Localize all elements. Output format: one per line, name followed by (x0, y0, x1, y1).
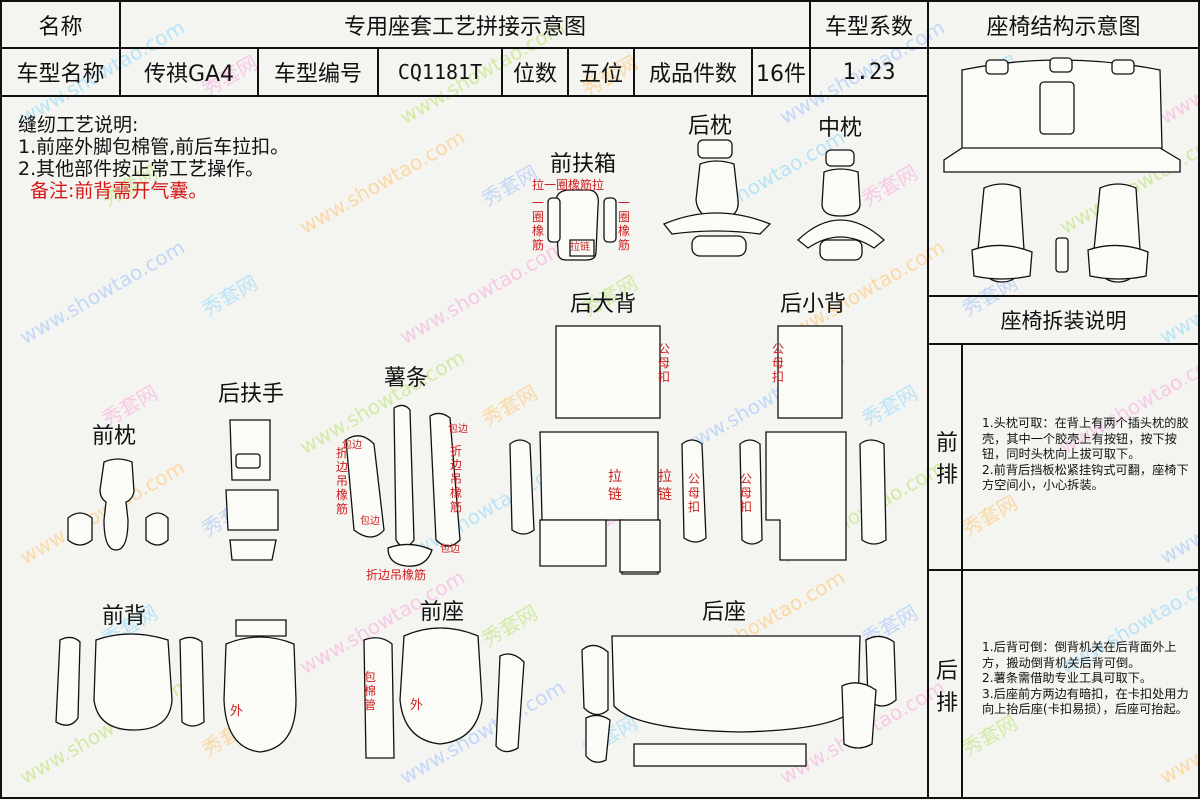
notes-title: 缝纫工艺说明: (18, 114, 139, 136)
label-rear-big-back: 后大背 (570, 292, 637, 317)
front-armrest-pieces (547, 189, 617, 261)
label-front-back: 前背 (102, 604, 147, 629)
label-rear-small-back: 后小背 (780, 292, 847, 317)
coefficient-label: 车型系数 (824, 14, 913, 40)
pieces-value: 16件 (756, 62, 806, 87)
front-seat-pieces (363, 627, 525, 759)
annotation-clip-rear-small: 公母扣 (772, 342, 785, 384)
page-title: 专用座套工艺拼接示意图 (343, 14, 586, 40)
annotation-zipper-small: 拉链 (570, 242, 590, 253)
seats-value: 五位 (578, 62, 623, 87)
sewing-notes: 缝纫工艺说明: 1.前座外脚包棉管,前后车拉扣。 2.其他部件按正常工艺操作。 … (18, 114, 289, 202)
model-code-label: 车型编号 (273, 62, 362, 87)
seats-label: 位数 (512, 62, 557, 87)
label-rear-armrest: 后扶手 (218, 382, 285, 407)
annotation-fold-elastic-right: 折边吊橡筋 (450, 444, 463, 514)
rear-seat-pieces (581, 635, 897, 767)
annotation-outer-front-seat: 外 (410, 698, 424, 713)
label-potato-strip: 薯条 (384, 366, 429, 391)
disassembly-title: 座椅拆装说明 (1000, 309, 1127, 333)
pieces-label: 成品件数 (648, 62, 737, 87)
potato-strip-pieces (345, 404, 461, 567)
front-back-pieces (55, 619, 297, 753)
annotation-clip-rear-big: 公母扣 (658, 342, 671, 384)
rear-big-back-pieces (509, 325, 707, 575)
annotation-wrap-edge-3: 包边 (360, 516, 380, 527)
rear-pillow-pieces (662, 139, 772, 257)
model-code-value: CQ1181T (397, 60, 483, 84)
annotation-zipper-b: 拉链 (658, 469, 672, 503)
annotation-clip-b: 公母扣 (740, 472, 753, 514)
label-front-armrest: 前扶箱 (550, 152, 617, 177)
notes-line-1: 1.前座外脚包棉管,前后车拉扣。 (18, 136, 290, 158)
annotation-pull-elastic: 拉一圈橡筋拉 (532, 178, 605, 192)
label-mid-pillow: 中枕 (818, 116, 863, 141)
mid-pillow-pieces (797, 149, 886, 261)
annotation-zipper-a: 拉链 (608, 469, 622, 503)
annotation-wrap-edge-1: 包边 (342, 440, 362, 451)
annotation-outer-front-back: 外 (230, 704, 244, 719)
label-rear-pillow: 后枕 (688, 114, 733, 139)
rear-small-back-pieces (739, 325, 887, 561)
annotation-wrap-edge-2: 包边 (448, 424, 468, 435)
rear-row-label: 后排 (935, 659, 958, 716)
front-pillow-pieces (67, 458, 169, 551)
label-rear-seat: 后座 (702, 600, 747, 625)
coefficient-value: 1.23 (842, 59, 896, 85)
name-label: 名称 (38, 14, 83, 40)
notes-remark: 备注:前背需开气囊。 (30, 180, 208, 202)
annotation-wrap-cotton: 包棉管 (364, 670, 377, 712)
seat-structure-sketch (943, 57, 1181, 283)
annotation-fold-elastic-left: 折边吊橡筋 (336, 446, 349, 516)
front-row-label: 前排 (935, 431, 958, 488)
annotation-left-elastic: 一圈橡筋 (532, 196, 545, 252)
structure-title: 座椅结构示意图 (986, 14, 1141, 40)
annotation-clip-a: 公母扣 (688, 472, 701, 514)
annotation-fold-elastic-bottom: 折边吊橡筋 (366, 568, 427, 582)
notes-line-2: 2.其他部件按正常工艺操作。 (18, 158, 265, 180)
rear-armrest-pieces (225, 419, 279, 561)
label-front-pillow: 前枕 (92, 424, 137, 449)
model-name-label: 车型名称 (16, 62, 105, 87)
model-name-value: 传祺GA4 (143, 62, 235, 87)
rear-row-instructions: 1.后背可倒：倒背机关在后背面外上方，搬动倒背机关后背可倒。 2.薯条需借助专业… (982, 640, 1189, 716)
front-row-instructions: 1.头枕可取：在背上有两个插头枕的胶壳，其中一个胶壳上有按钮，按下按钮，同时头枕… (982, 416, 1189, 492)
annotation-right-elastic: 一圈橡筋 (618, 196, 631, 252)
annotation-wrap-edge-4: 包边 (440, 544, 460, 555)
label-front-seat: 前座 (420, 600, 465, 625)
